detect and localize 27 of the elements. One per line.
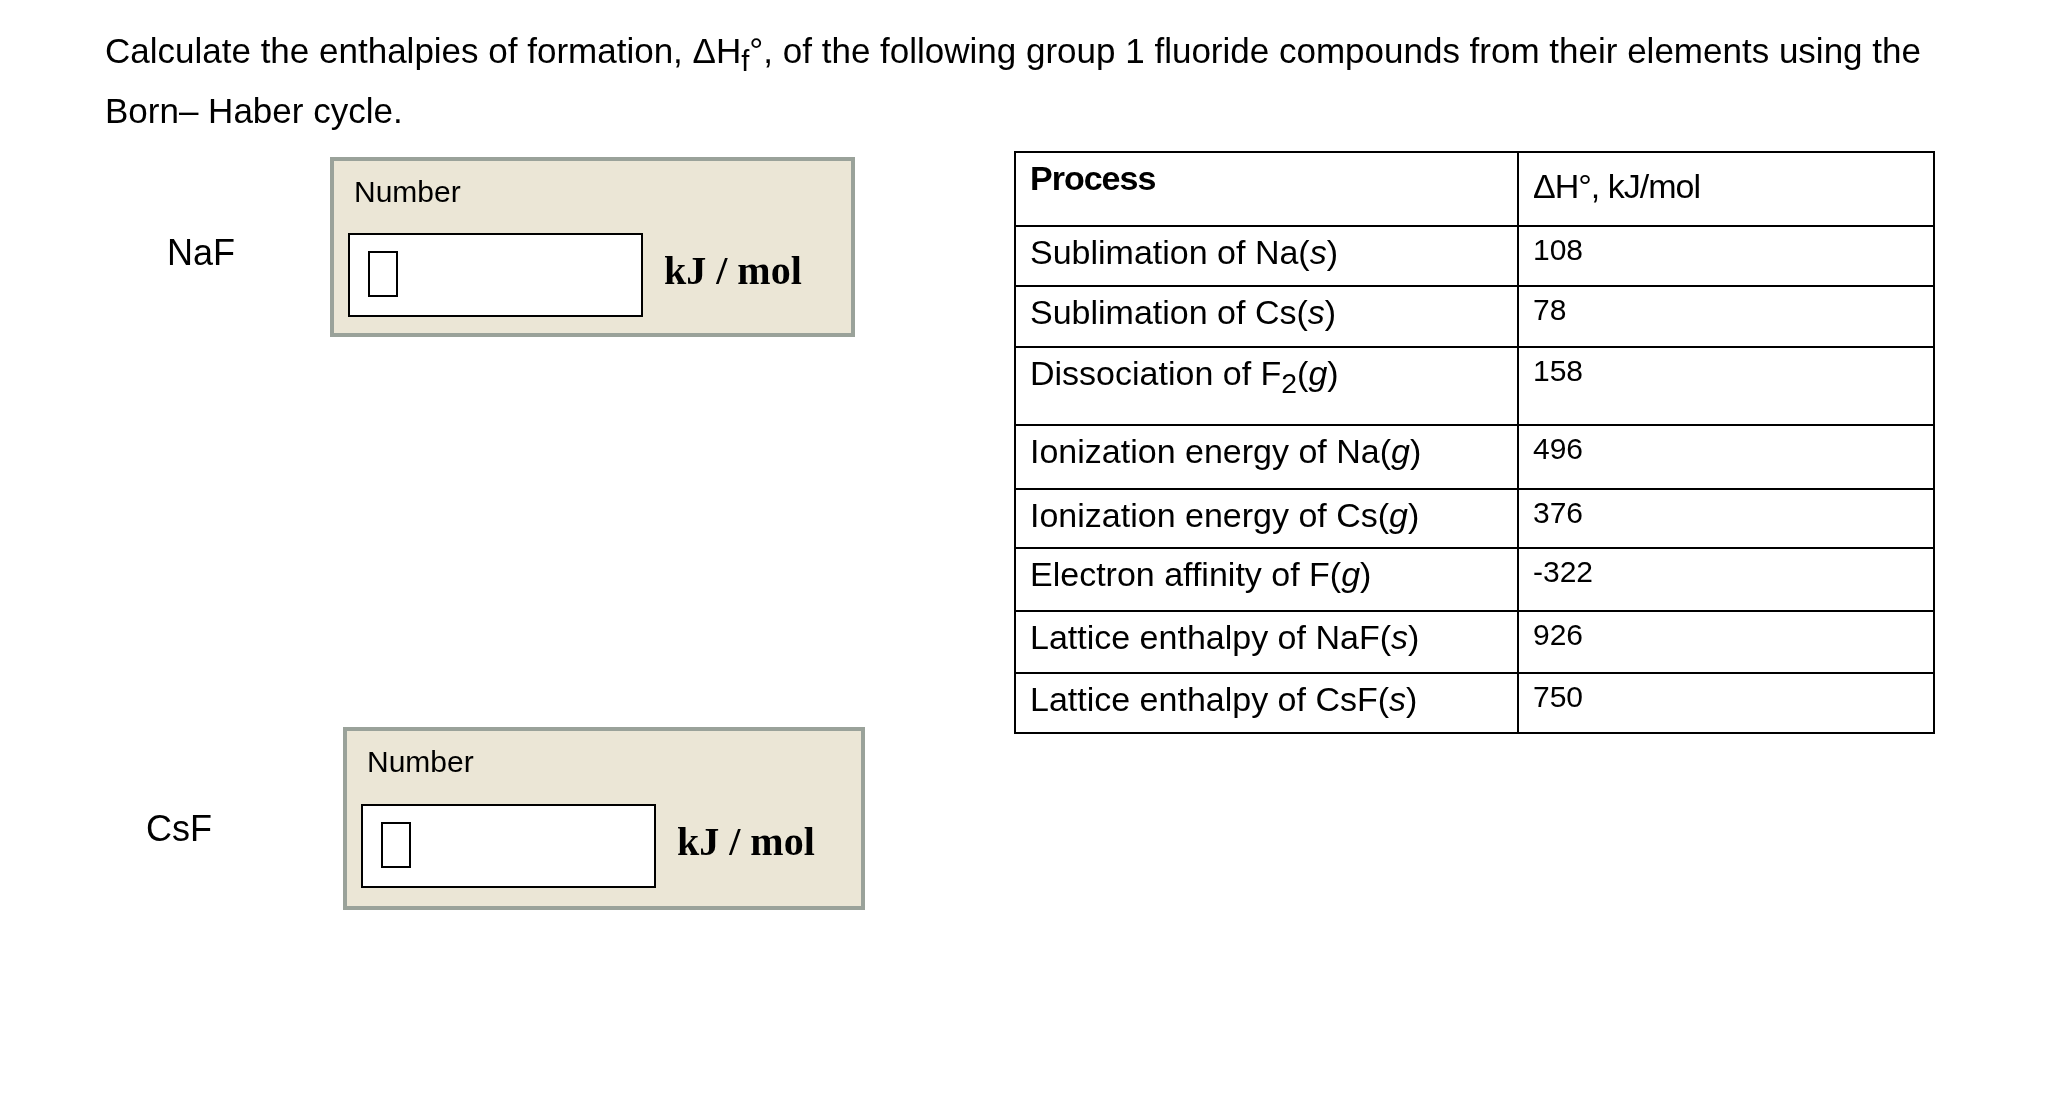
table-cell: 158 — [1518, 347, 1934, 425]
table-cell: 496 — [1518, 425, 1934, 489]
table-cell: Ionization energy of Cs(g) — [1015, 489, 1518, 548]
table-header: ΔH°, kJ/mol — [1518, 152, 1934, 226]
table-cell: 108 — [1518, 226, 1934, 286]
field-label: Number — [367, 745, 474, 779]
table-cell: 78 — [1518, 286, 1934, 347]
table-cell: Electron affinity of F(g) — [1015, 548, 1518, 611]
table-cell: Lattice enthalpy of NaF(s) — [1015, 611, 1518, 673]
table-cell: Sublimation of Cs(s) — [1015, 286, 1518, 347]
table-cell: Sublimation of Na(s) — [1015, 226, 1518, 286]
table-cell: 926 — [1518, 611, 1934, 673]
table-cell: Lattice enthalpy of CsF(s) — [1015, 673, 1518, 733]
compound-label: CsF — [146, 808, 212, 850]
question-text: Calculate the enthalpies of formation, ΔH$_{f}$°, of the following group 1 fluoride compounds from their elements using the Born– Haber cycle. — [105, 30, 1922, 132]
table-header: Process — [1015, 152, 1518, 226]
table-cell: -322 — [1518, 548, 1934, 611]
table-cell: Ionization energy of Na(g) — [1015, 425, 1518, 489]
table-cell: 750 — [1518, 673, 1934, 733]
unit-label: kJ / mol — [664, 247, 802, 294]
answer-panel — [330, 157, 855, 337]
unit-label: kJ / mol — [677, 818, 815, 866]
field-label: Number — [354, 175, 461, 209]
answer-panel — [343, 727, 865, 910]
table-cell: Dissociation of F$_{2}$(g) — [1015, 347, 1518, 425]
table-cell: 376 — [1518, 489, 1934, 548]
compound-label: NaF — [167, 232, 235, 274]
